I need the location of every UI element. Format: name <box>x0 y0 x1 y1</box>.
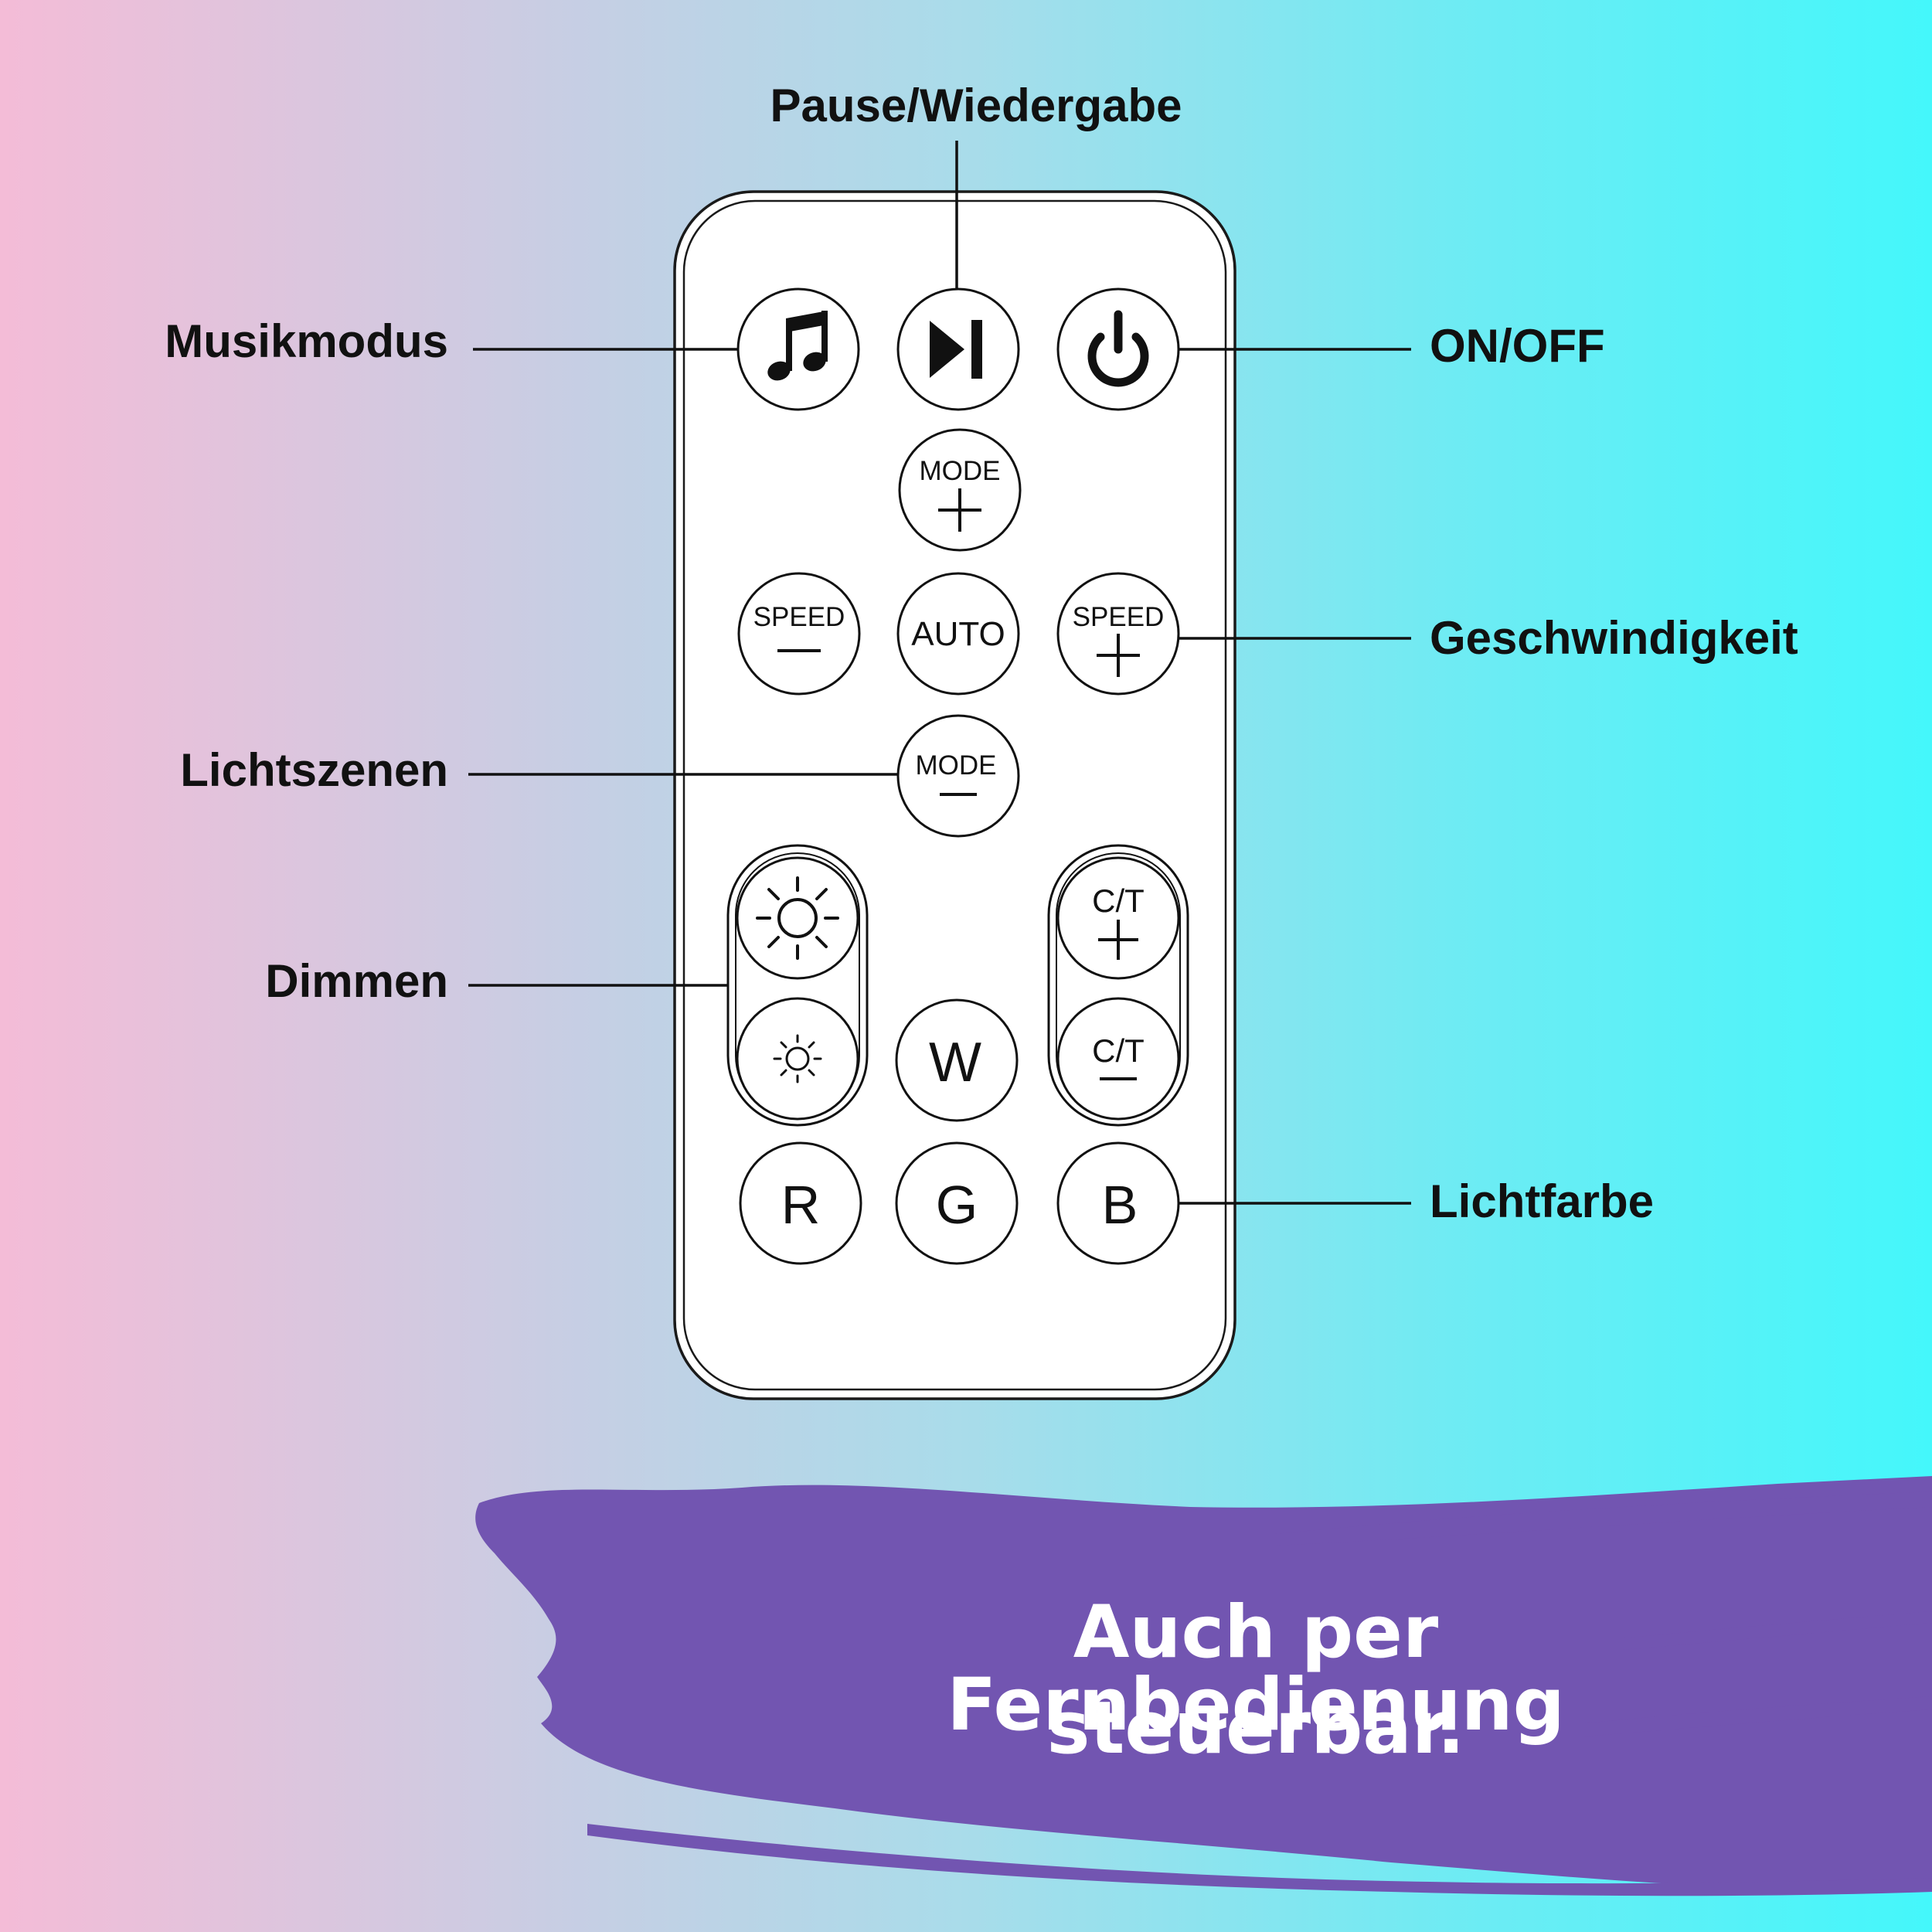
brush-streak <box>1584 1696 1932 1736</box>
mode-minus-label: MODE <box>916 750 997 781</box>
auto-button[interactable]: AUTO <box>896 572 1020 696</box>
label-pause: Pause/Wiedergabe <box>770 80 1182 131</box>
label-dim: Dimmen <box>265 955 448 1007</box>
ct-plus-label: C/T <box>1092 883 1145 919</box>
brightness-down-button[interactable] <box>736 997 859 1121</box>
brush-streak <box>1275 1492 1932 1546</box>
ct-minus-label: C/T <box>1092 1032 1145 1069</box>
mode-plus-button[interactable]: MODE <box>898 428 1022 552</box>
green-button[interactable]: G <box>895 1141 1019 1265</box>
play-pause-icon <box>930 320 982 379</box>
brush-streak <box>1623 1611 1932 1650</box>
banner-line-1: Auch per Fernbedienung <box>947 1590 1565 1747</box>
brightness-up-button[interactable] <box>736 856 859 980</box>
sun-large-icon <box>756 876 839 960</box>
power-icon <box>1087 310 1149 387</box>
auto-label: AUTO <box>911 615 1005 653</box>
blue-button[interactable]: B <box>1056 1141 1180 1265</box>
white-label: W <box>929 1032 981 1094</box>
speed-plus-button[interactable]: SPEED <box>1056 572 1180 696</box>
brush-banner <box>475 1476 1932 1896</box>
brush-stroke <box>475 1476 1932 1889</box>
music-note-icon <box>767 311 828 381</box>
speed-plus-label: SPEED <box>1073 602 1165 632</box>
plus-icon <box>938 488 981 532</box>
power-button[interactable] <box>1056 287 1180 411</box>
label-speed: Geschwindigkeit <box>1430 612 1798 664</box>
label-scenes: Lichtszenen <box>180 744 448 796</box>
mode-minus-button[interactable]: MODE <box>896 714 1020 838</box>
ct-plus-button[interactable]: C/T <box>1056 856 1180 980</box>
ct-minus-button[interactable]: C/T <box>1056 997 1180 1121</box>
sun-small-icon <box>773 1034 822 1083</box>
red-label: R <box>781 1175 821 1235</box>
plus-icon <box>1097 634 1140 677</box>
speed-minus-button[interactable]: SPEED <box>737 572 861 696</box>
mode-plus-label: MODE <box>920 456 1001 486</box>
green-label: G <box>936 1175 978 1235</box>
label-color: Lichtfarbe <box>1430 1175 1654 1227</box>
white-button[interactable]: W <box>895 998 1019 1122</box>
remote-body-inner-outline <box>682 199 1227 1391</box>
label-onoff: ON/OFF <box>1430 320 1605 372</box>
label-music: Musikmodus <box>165 315 448 367</box>
banner-line-2: steuerbar. <box>1046 1686 1465 1770</box>
plus-icon <box>1098 920 1138 960</box>
red-button[interactable]: R <box>739 1141 862 1265</box>
music-button[interactable] <box>736 287 860 411</box>
speed-minus-label: SPEED <box>753 602 845 632</box>
blue-label: B <box>1102 1175 1138 1235</box>
play-pause-button[interactable] <box>896 287 1020 411</box>
brush-streak <box>587 1824 1932 1896</box>
